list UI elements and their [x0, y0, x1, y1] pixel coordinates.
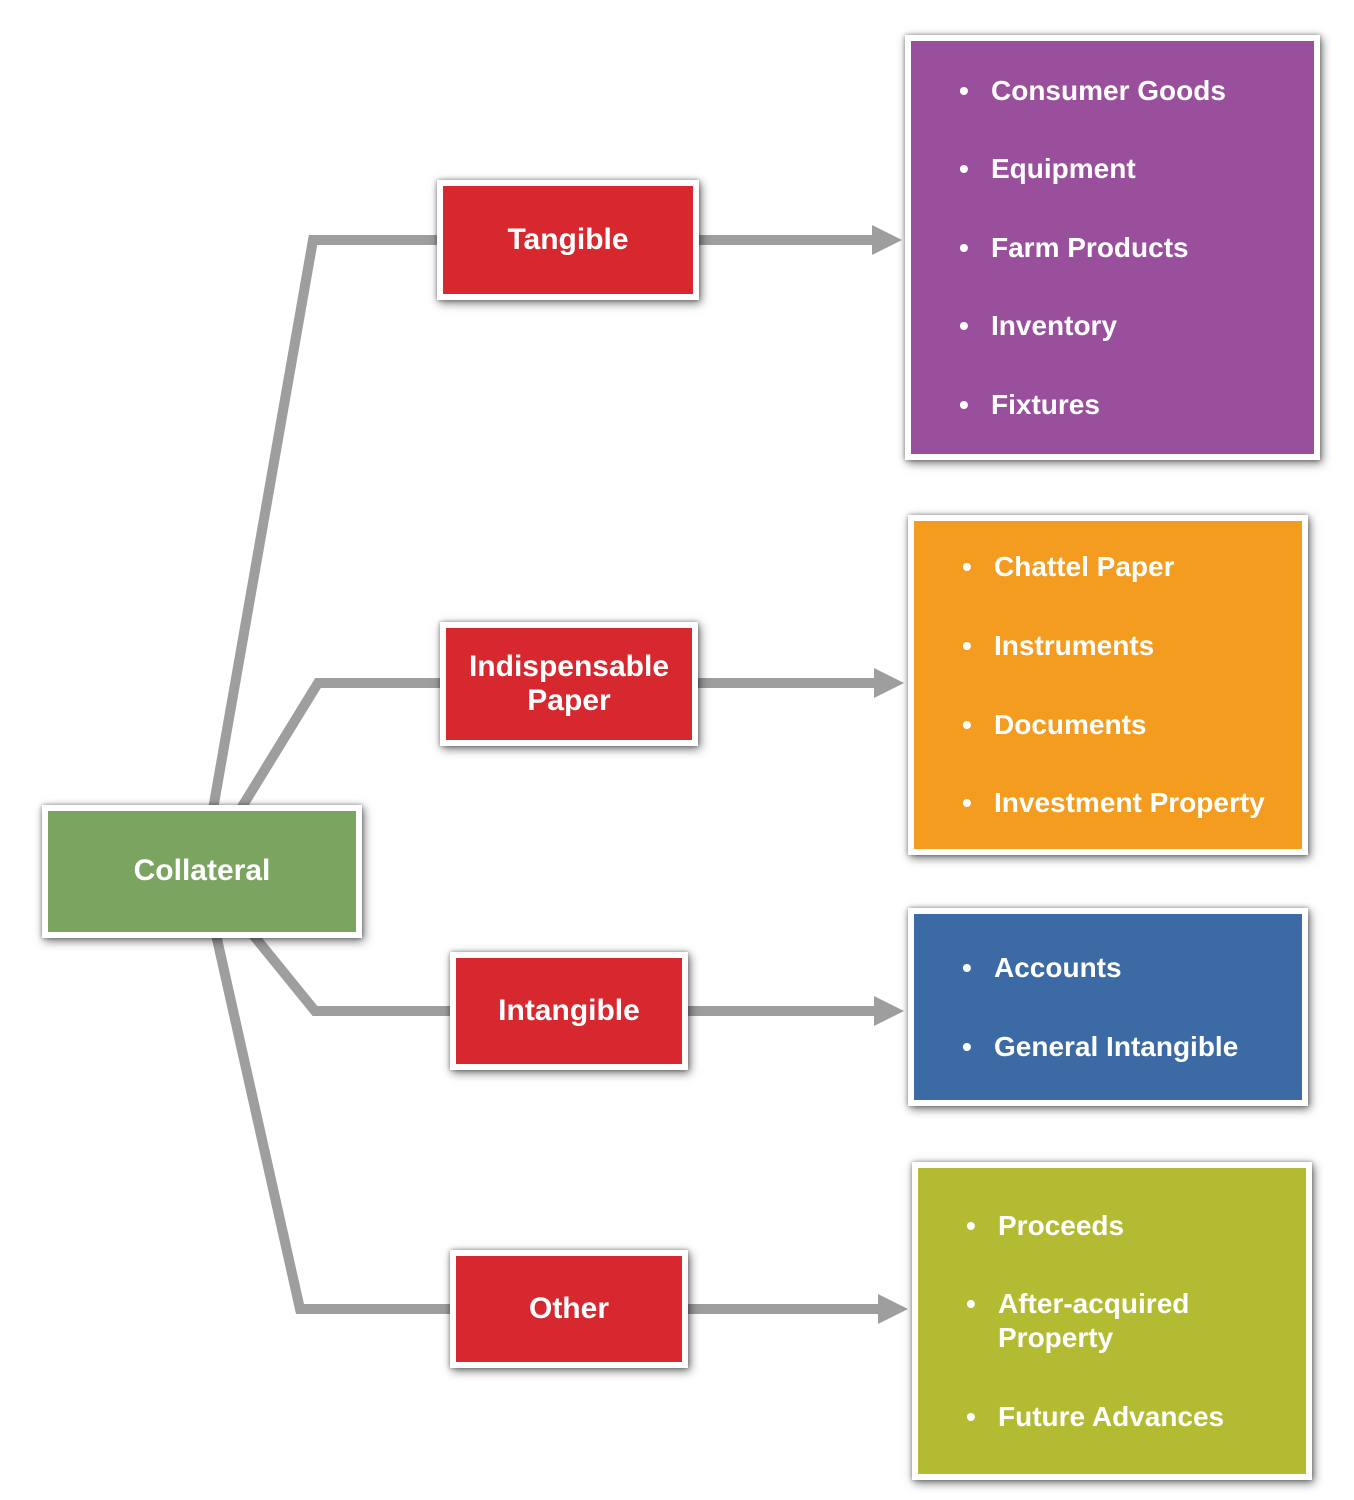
list-item: Accounts [962, 951, 1290, 985]
list-item: Future Advances [966, 1400, 1294, 1434]
collateral-node: Collateral [42, 805, 362, 938]
list-item: After-acquired Property [966, 1287, 1294, 1354]
list-item: General Intangible [962, 1030, 1290, 1064]
branch-label: Other [528, 1291, 609, 1325]
branch-label: Intangible [498, 993, 640, 1027]
list-item: Investment Property [962, 786, 1290, 820]
panel-tangible-items: Consumer Goods Equipment Farm Products I… [905, 35, 1320, 460]
panel-indispensable-paper-items: Chattel Paper Instruments Documents Inve… [908, 515, 1308, 855]
branch-label: Indispensable Paper [468, 649, 670, 718]
connector-root-tangible [197, 235, 440, 873]
list-item: Proceeds [966, 1209, 1294, 1243]
panel-other-items: Proceeds After-acquired Property Future … [912, 1162, 1312, 1480]
connector-root-other [197, 870, 453, 1314]
branch-node-intangible: Intangible [450, 952, 688, 1070]
list-item: Fixtures [959, 388, 1302, 422]
panel-intangible-items: Accounts General Intangible [908, 908, 1308, 1106]
list-item: Consumer Goods [959, 74, 1302, 108]
list-item: Farm Products [959, 231, 1302, 265]
branch-label: Tangible [507, 222, 629, 256]
list-item: Equipment [959, 152, 1302, 186]
list-item: Inventory [959, 309, 1302, 343]
branch-node-indispensable-paper: Indispensable Paper [440, 622, 698, 746]
collateral-label: Collateral [133, 854, 271, 888]
list-item: Instruments [962, 629, 1290, 663]
list-item: Chattel Paper [962, 550, 1290, 584]
branch-node-other: Other [450, 1250, 688, 1368]
list-item: Documents [962, 708, 1290, 742]
branch-node-tangible: Tangible [437, 180, 699, 300]
